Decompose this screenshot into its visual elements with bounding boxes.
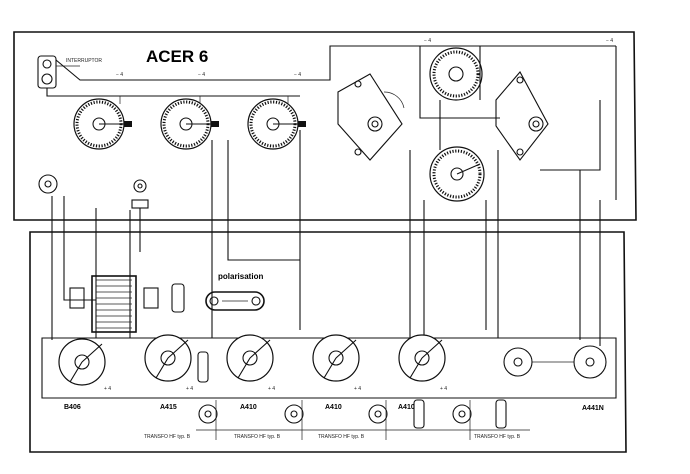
variable-capacitor-2 xyxy=(495,71,549,161)
minus4-mark-5: − 4 xyxy=(606,38,613,44)
plus4-mark-4: + 4 xyxy=(354,386,361,392)
hf-transformer-2 xyxy=(284,404,304,424)
title: ACER 6 xyxy=(146,47,208,66)
rheostat-1 xyxy=(73,98,132,150)
interruptor-label: INTERRUPTOR xyxy=(66,58,102,64)
wire-a xyxy=(46,88,300,97)
rheostat-3 xyxy=(247,98,306,150)
wire-c xyxy=(540,100,601,171)
drop-wires xyxy=(51,130,601,346)
plus4-mark-5: + 4 xyxy=(440,386,447,392)
wire-cap xyxy=(419,46,500,150)
tube-socket-a410-3 xyxy=(398,334,446,382)
tube-socket-a441n xyxy=(503,345,607,379)
transfo-label-4: TRANSFO HF typ. B xyxy=(474,434,521,440)
polarisation-label: polarisation xyxy=(218,272,263,281)
transfo-label-3: TRANSFO HF typ. B xyxy=(318,434,365,440)
tube-socket-a410-2 xyxy=(312,334,360,382)
chassis-outline xyxy=(29,231,627,453)
rheostat-2 xyxy=(160,98,219,150)
hf-transformer-3 xyxy=(368,404,388,424)
rheostat-feed xyxy=(119,96,289,104)
plus4-mark-2: + 4 xyxy=(186,386,193,392)
tube-label-a415: A415 xyxy=(160,404,177,411)
top-bus-wire xyxy=(55,45,616,81)
polarisation-resistor: polarisation xyxy=(205,272,265,311)
grid-resistor-3 xyxy=(495,399,507,429)
hf-transformer-1 xyxy=(198,404,218,424)
tuning-dial-bottom xyxy=(429,146,485,202)
tube-label-a410-1: A410 xyxy=(240,404,257,411)
tube-label-a410-3: A410 xyxy=(398,404,415,411)
audio-transformer xyxy=(69,275,185,333)
tuning-dial-top xyxy=(429,47,483,101)
plus4-mark-1: + 4 xyxy=(104,386,111,392)
variable-capacitor-1 xyxy=(337,73,405,161)
input-jack xyxy=(38,174,149,209)
minus4-mark-1: − 4 xyxy=(116,72,123,78)
transfo-label-2: TRANSFO HF typ. B xyxy=(234,434,281,440)
grid-resistor-2 xyxy=(413,399,425,429)
tube-label-a410-2: A410 xyxy=(325,404,342,411)
tube-label-b406: B406 xyxy=(64,404,81,411)
upper-panel-outline xyxy=(13,31,637,221)
hf-transformer-4 xyxy=(452,404,472,424)
bottom-wiring xyxy=(196,400,530,440)
tube-socket-a410-1 xyxy=(226,334,274,382)
grid-resistor-1 xyxy=(197,351,209,383)
tube-socket-a415 xyxy=(144,334,192,382)
plus4-mark-3: + 4 xyxy=(268,386,275,392)
tube-socket-b406 xyxy=(58,338,106,386)
transfo-label-1: TRANSFO HF typ. B xyxy=(144,434,191,440)
minus4-mark-2: − 4 xyxy=(198,72,205,78)
minus4-mark-3: − 4 xyxy=(294,72,301,78)
tube-label-a441n: A441N xyxy=(582,405,604,412)
minus4-mark-4: − 4 xyxy=(424,38,431,44)
